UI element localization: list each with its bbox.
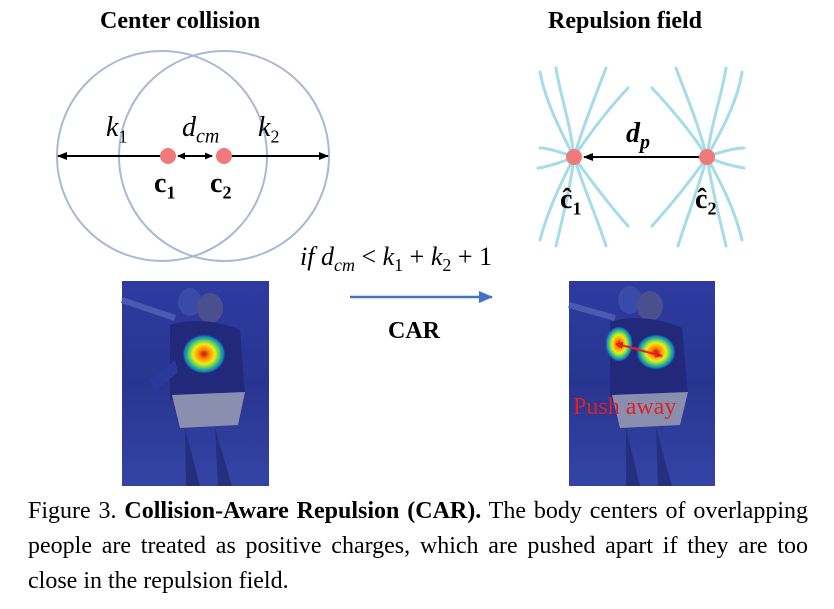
label-c2-hat: ĉ2 — [695, 184, 716, 220]
cond-d: d — [320, 242, 334, 271]
heatmap-image-right — [568, 281, 715, 486]
cond-plus2: + — [457, 242, 473, 271]
caption-prefix: Figure 3. — [28, 498, 117, 524]
label-c1-hat: ĉ1 — [560, 184, 581, 220]
condition-formula: if dcm < k1 + k2 + 1 — [300, 242, 492, 276]
cond-plus1: + — [409, 242, 425, 271]
cond-k1-sub: 1 — [394, 255, 404, 276]
label-c1-main: c — [154, 168, 167, 199]
label-c2-main: c — [210, 168, 223, 199]
caption-bold: Collision-Aware Repulsion (CAR). — [124, 498, 482, 524]
label-c1: c1 — [154, 168, 175, 204]
right-panel-title: Repulsion field — [548, 8, 703, 34]
heatmap-image-left — [121, 281, 269, 486]
label-dp-sub: p — [640, 131, 650, 154]
label-dp: dp — [626, 118, 650, 155]
label-c2: c2 — [210, 168, 231, 204]
figure-caption: Figure 3. Collision-Aware Repulsion (CAR… — [28, 494, 808, 599]
cond-d-sub: cm — [333, 255, 355, 276]
center-dot-c1-hat — [566, 149, 582, 165]
push-away-label: Push away — [573, 394, 677, 420]
center-dot-c1 — [160, 148, 176, 164]
cond-if: if — [300, 242, 315, 271]
left-panel-title: Center collision — [100, 8, 261, 34]
label-k1-main: k — [106, 112, 119, 143]
label-dcm-sub: cm — [196, 125, 220, 148]
cond-k1: k — [382, 242, 395, 271]
cond-k2: k — [430, 242, 443, 271]
label-c2-sub: 2 — [222, 182, 232, 203]
label-k1-sub: 1 — [118, 126, 128, 147]
label-dcm: dcm — [182, 112, 219, 149]
label-c1-hat-sub: 1 — [572, 198, 582, 219]
label-k2-main: k — [258, 112, 271, 143]
label-k2-sub: 2 — [270, 126, 280, 147]
label-dp-main: d — [626, 118, 640, 149]
cond-k2-sub: 2 — [442, 255, 452, 276]
caption-text: The body centers of overlapping people a… — [28, 498, 808, 594]
center-dot-c2-hat — [699, 149, 715, 165]
field-lines — [536, 66, 746, 248]
label-dcm-main: d — [182, 112, 196, 143]
center-dot-c2 — [216, 148, 232, 164]
label-k2: k2 — [258, 112, 279, 148]
label-c2-hat-main: ĉ — [695, 184, 708, 215]
label-c1-sub: 1 — [166, 182, 176, 203]
label-k1: k1 — [106, 112, 127, 148]
cond-lt: < — [361, 242, 377, 271]
cond-one: 1 — [479, 242, 493, 271]
label-c1-hat-main: ĉ — [560, 184, 573, 215]
label-c2-hat-sub: 2 — [707, 198, 717, 219]
car-label: CAR — [388, 318, 440, 344]
